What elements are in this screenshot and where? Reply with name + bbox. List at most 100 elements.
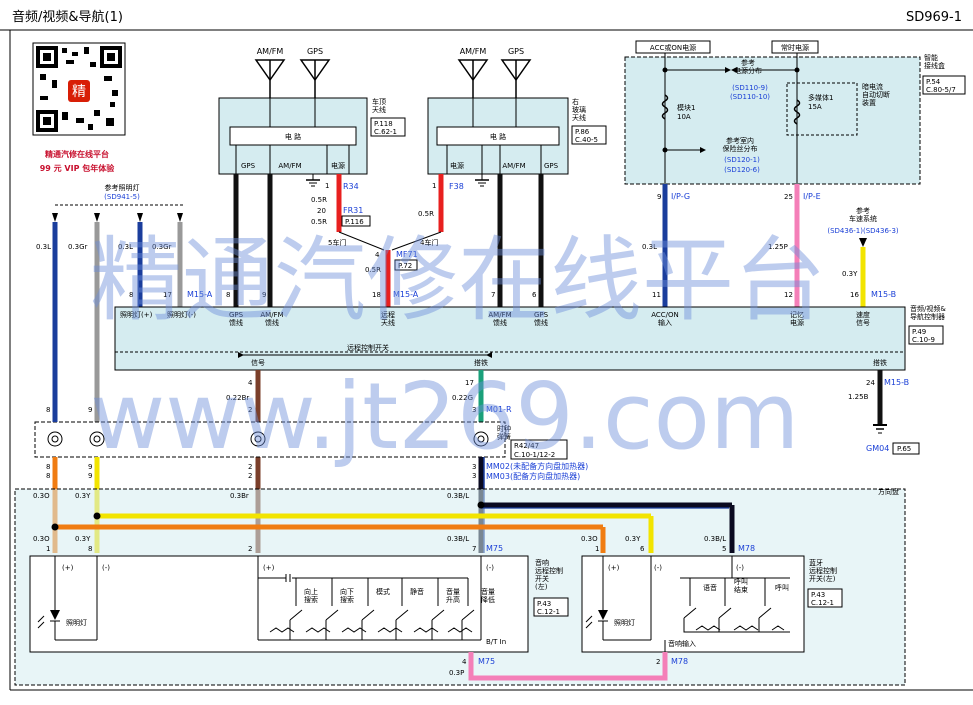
junction-ref1: P.54 xyxy=(926,78,941,86)
lamp-arrow-1 xyxy=(52,213,58,222)
conn-mm03: MM03(配备方向盘加热器) xyxy=(486,471,580,481)
glass-ref2: C.40-5 xyxy=(575,136,598,144)
hu-remote: 远程天线 xyxy=(381,310,395,327)
speed-reference: 参考车速系统 (SD436-1)(SD436-3) xyxy=(827,206,899,247)
gm04-ground-icon xyxy=(873,424,887,434)
lbl-03Br: 0.3Br xyxy=(230,492,249,500)
pin2-lo: 2 xyxy=(248,406,252,414)
btn-seek-down: 向下搜索 xyxy=(340,587,354,604)
switch-contacts-right xyxy=(664,578,790,660)
lbl-03L-a: 0.3L xyxy=(36,243,51,251)
lamp-label-1: 照明灯 xyxy=(66,618,87,627)
lbl-plus-2: (+) xyxy=(263,564,275,572)
hu-pin9: 9 xyxy=(262,291,266,299)
conn-gm04: GM04 xyxy=(866,444,889,453)
bt-switch-name: 蓝牙远程控制开关(左) xyxy=(809,558,837,583)
conn-m75-a: M75 xyxy=(486,544,503,553)
glass-ground-icon xyxy=(475,174,489,187)
smart-junction-box: ACC或ON电源 常时电源 参考电源分布 (SD110-9) (SD110-10… xyxy=(624,40,966,201)
fuse-dist-code-1: (SD120-1) xyxy=(724,156,760,164)
pin4-m75: 4 xyxy=(462,658,467,666)
glass-am-label: AM/FM xyxy=(460,47,487,56)
clock-spring-coil-1 xyxy=(47,431,63,447)
glass-ref1: P.86 xyxy=(575,128,590,136)
lbl-03Gr-a: 0.3Gr xyxy=(68,243,88,251)
conn-m75-b: M75 xyxy=(478,657,495,666)
lbl-03O-c: 0.3O xyxy=(581,535,598,543)
door4: 4车门 xyxy=(420,238,438,247)
lbl-03L-c: 0.3L xyxy=(642,243,657,251)
pin1-glass: 1 xyxy=(432,182,436,190)
speed-ref-code: (SD436-1)(SD436-3) xyxy=(827,227,899,235)
door5: 5车门 xyxy=(328,238,346,247)
conn-mm02: MM02(未配备方向盘加热器) xyxy=(486,461,588,471)
lbl-03Y-c: 0.3Y xyxy=(75,535,91,543)
steering-wheel-area: 方向盘 0.3O 0.3Y 0.3Br 0.3B/L 0.3O 1 0.3Y 8… xyxy=(14,487,906,686)
wire-merge xyxy=(338,231,442,251)
lbl-03Y-a: 0.3Y xyxy=(842,270,858,278)
pin3-lo: 3 xyxy=(472,406,476,414)
switch-contacts-left xyxy=(269,578,475,640)
qr-pattern xyxy=(36,46,122,132)
lbl-03P: 0.3P xyxy=(449,669,464,677)
hu-pin6: 6 xyxy=(532,291,537,299)
promo-line-2: 99 元 VIP 包年体验 xyxy=(40,163,116,173)
audio-switch-ref2: C.12-1 xyxy=(537,608,560,616)
conn-fr31: FR31 xyxy=(343,206,363,215)
conn-f38: F38 xyxy=(449,182,464,191)
head-unit-body xyxy=(114,306,906,371)
hu-pin7: 7 xyxy=(491,291,495,299)
hu-pin12: 12 xyxy=(784,291,793,299)
hu-ref2: C.10-9 xyxy=(912,336,935,344)
glass-circuit: 电 路 xyxy=(490,132,506,141)
wire-pink-btin xyxy=(468,652,668,681)
hu-pin18: 18 xyxy=(372,291,381,299)
hu-pin8b: 8 xyxy=(226,291,230,299)
watermark: 精通汽修在线平台 www.jt269.com xyxy=(90,227,826,470)
glass-antenna: AM/FM GPS 电 路 电源 AM/FM GPS 右玻璃天线 P.86 C.… xyxy=(427,47,607,187)
lbl-03Gr-b: 0.3Gr xyxy=(152,243,172,251)
lamp-ref-label: 参考照明灯 xyxy=(105,183,140,192)
pin1-roof: 1 xyxy=(325,182,329,190)
conn-m78-a: M78 xyxy=(738,544,755,553)
junction-box-body xyxy=(624,56,921,185)
audio-in-label: 音响输入 xyxy=(668,639,696,648)
qr-logo xyxy=(68,80,90,102)
glass-gps-label: GPS xyxy=(508,47,524,56)
fuse-multimedia1-icon xyxy=(793,99,801,125)
promo-block: 精 精通汽修在线平台 99 元 VIP 包年体验 xyxy=(32,42,126,173)
watermark-line-1: 精通汽修在线平台 xyxy=(90,227,826,334)
pin24: 24 xyxy=(866,379,875,387)
upper-wire-labels: 0.3L 0.3Gr 0.3L 0.3Gr 1 R34 0.5R 20 FR31… xyxy=(36,182,858,278)
roof-name: 车顶天线 xyxy=(372,97,386,114)
pin6-sw: 6 xyxy=(640,545,645,553)
lbl-125B: 1.25B xyxy=(848,393,869,401)
conn-m01r: M01-R xyxy=(486,405,512,414)
roof-antenna: AM/FM GPS 电 路 GPS AM/FM 电源 车顶天线 P.118 C.… xyxy=(218,47,406,187)
hu-mem: 记忆电源 xyxy=(790,310,804,327)
lamp-arrow-2 xyxy=(94,213,100,222)
junction-name: 智能接线盒 xyxy=(924,53,945,70)
power-dist-ref: 参考电源分布 xyxy=(734,58,762,75)
glass-name: 右玻璃天线 xyxy=(572,97,586,122)
power-dist-code-2: (SD110-10) xyxy=(730,93,770,101)
cutoff-device: 暗电流自动切断装置 xyxy=(862,82,890,107)
btn-mute: 静音 xyxy=(410,587,424,596)
lbl-03Y-d: 0.3Y xyxy=(625,535,641,543)
battery-power-label: 常时电源 xyxy=(781,43,809,52)
pin5-sw: 5 xyxy=(722,545,726,553)
hu-pin16: 16 xyxy=(850,291,859,299)
glass-pin-amfm: AM/FM xyxy=(502,162,525,170)
clock-spring-coil-2 xyxy=(89,431,105,447)
roof-ref1: P.118 xyxy=(374,120,393,128)
btn-mode: 模式 xyxy=(376,587,390,596)
hu-signal: 信号 xyxy=(251,358,265,367)
clock-spring-box xyxy=(34,421,506,458)
lbl-03O-a: 0.3O xyxy=(33,492,50,500)
lbl-03O-b: 0.3O xyxy=(33,535,50,543)
hu-name: 音频/视频&导航控制器 xyxy=(910,304,946,321)
lbl-125P: 1.25P xyxy=(768,243,788,251)
